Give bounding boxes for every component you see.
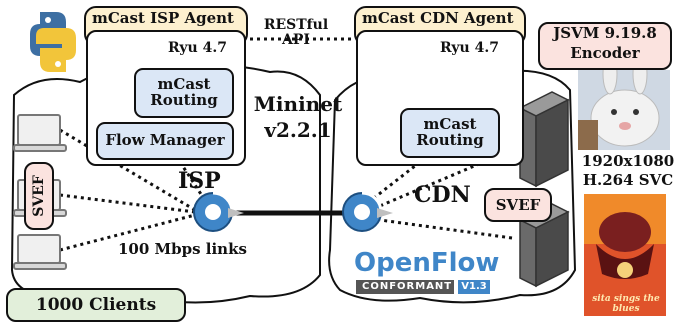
restful-api-label: RESTful API <box>263 17 329 48</box>
encoder-role: Encoder <box>570 44 640 62</box>
openflow-conformant-label: CONFORMANT <box>362 281 453 292</box>
svef-server-badge: SVEF <box>484 188 552 222</box>
isp-ryu-label: Ryu 4.7 <box>168 40 227 56</box>
isp-cloud-label: ISP <box>178 168 221 194</box>
cdn-agent-title: mCast CDN Agent <box>362 9 514 27</box>
cdn-mcast-routing-module: mCast Routing <box>400 108 500 158</box>
links-label: 100 Mbps links <box>118 240 247 258</box>
openflow-wordmark: OpenFlow <box>354 248 500 278</box>
mininet-version: v2.2.1 <box>264 118 332 142</box>
openflow-logo: OpenFlow CONFORMANT V1.3 <box>354 248 499 298</box>
poster-title: sita sings the blues <box>592 294 660 314</box>
encoder-name: JSVM 9.19.8 <box>553 24 657 42</box>
openflow-conformant-badge <box>356 280 454 294</box>
movie-poster <box>584 194 666 316</box>
encoder-box <box>538 22 672 70</box>
cdn-cloud-label: CDN <box>414 182 471 208</box>
cdn-switch-icon <box>342 191 393 232</box>
python-logo-icon <box>30 12 76 72</box>
isp-mcast-routing-module: mCast Routing <box>134 68 234 118</box>
cdn-ryu-label: Ryu 4.7 <box>440 40 499 56</box>
mininet-name: Mininet <box>253 92 343 116</box>
isp-switch-icon <box>193 191 244 232</box>
openflow-version-badge: V1.3 <box>458 280 490 294</box>
flow-manager-module: Flow Manager <box>96 122 234 160</box>
svef-client-label: SVEF <box>31 175 47 217</box>
video-codec: H.264 SVC <box>582 171 674 189</box>
clients-count-badge: 1000 Clients <box>6 288 186 322</box>
video-resolution: 1920x1080 <box>581 152 675 170</box>
video-thumbnail <box>578 53 670 150</box>
isp-agent-title: mCast ISP Agent <box>92 9 234 27</box>
client-links <box>59 128 196 252</box>
svef-client-badge: SVEF <box>24 162 54 230</box>
server-icon <box>518 91 570 288</box>
